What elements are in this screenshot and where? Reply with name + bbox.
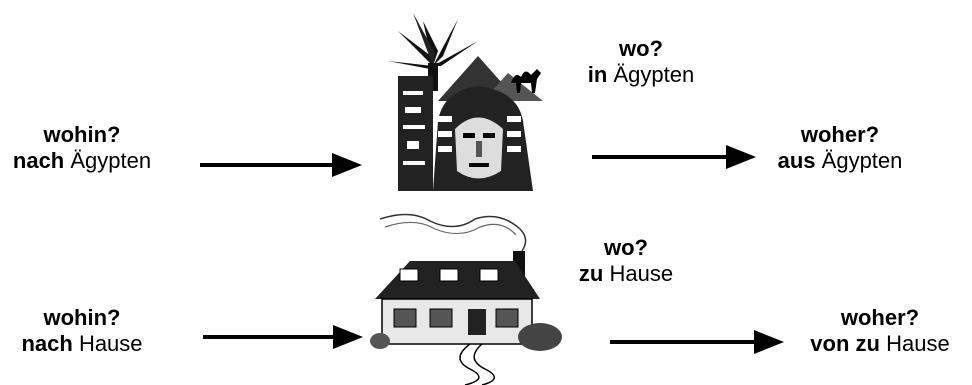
egypt-arrow-in (200, 153, 362, 177)
egypt-woher-question: woher? (800, 122, 880, 147)
egypt-wohin-place: Ägypten (70, 147, 152, 173)
egypt-wohin-prep: nach (12, 147, 65, 173)
egypt-wo-place: Ägypten (613, 61, 695, 87)
house-wohin-question: wohin? (43, 305, 121, 330)
house-woher-label: woher? von zu Hause (790, 305, 970, 357)
house-arrow-in (203, 325, 363, 349)
house-picture-icon (370, 213, 562, 385)
egypt-wo-question: wo? (619, 36, 663, 61)
house-wo-label: wo? zu Hause (576, 235, 676, 287)
egypt-picture-icon (388, 13, 543, 191)
house-wohin-prep: nach (21, 330, 73, 356)
house-woher-prep: von zu (810, 330, 880, 356)
house-wo-place: Hause (609, 260, 674, 286)
egypt-wo-prep: in (587, 61, 608, 87)
egypt-wohin-label: wohin? nach Ägypten (4, 122, 160, 174)
egypt-wo-label: wo? in Ägypten (566, 36, 716, 88)
egypt-wohin-question: wohin? (43, 122, 121, 147)
house-wo-question: wo? (604, 235, 648, 260)
house-woher-place: Hause (886, 330, 950, 356)
house-arrow-out (610, 330, 784, 354)
egypt-arrow-out (592, 145, 756, 169)
egypt-woher-prep: aus (777, 147, 816, 173)
house-wohin-place: Hause (78, 330, 143, 356)
egypt-woher-label: woher? aus Ägypten (750, 122, 930, 174)
egypt-woher-place: Ägypten (821, 147, 903, 173)
house-wohin-label: wohin? nach Hause (4, 305, 160, 357)
house-wo-prep: zu (578, 260, 604, 286)
house-woher-question: woher? (840, 305, 920, 330)
